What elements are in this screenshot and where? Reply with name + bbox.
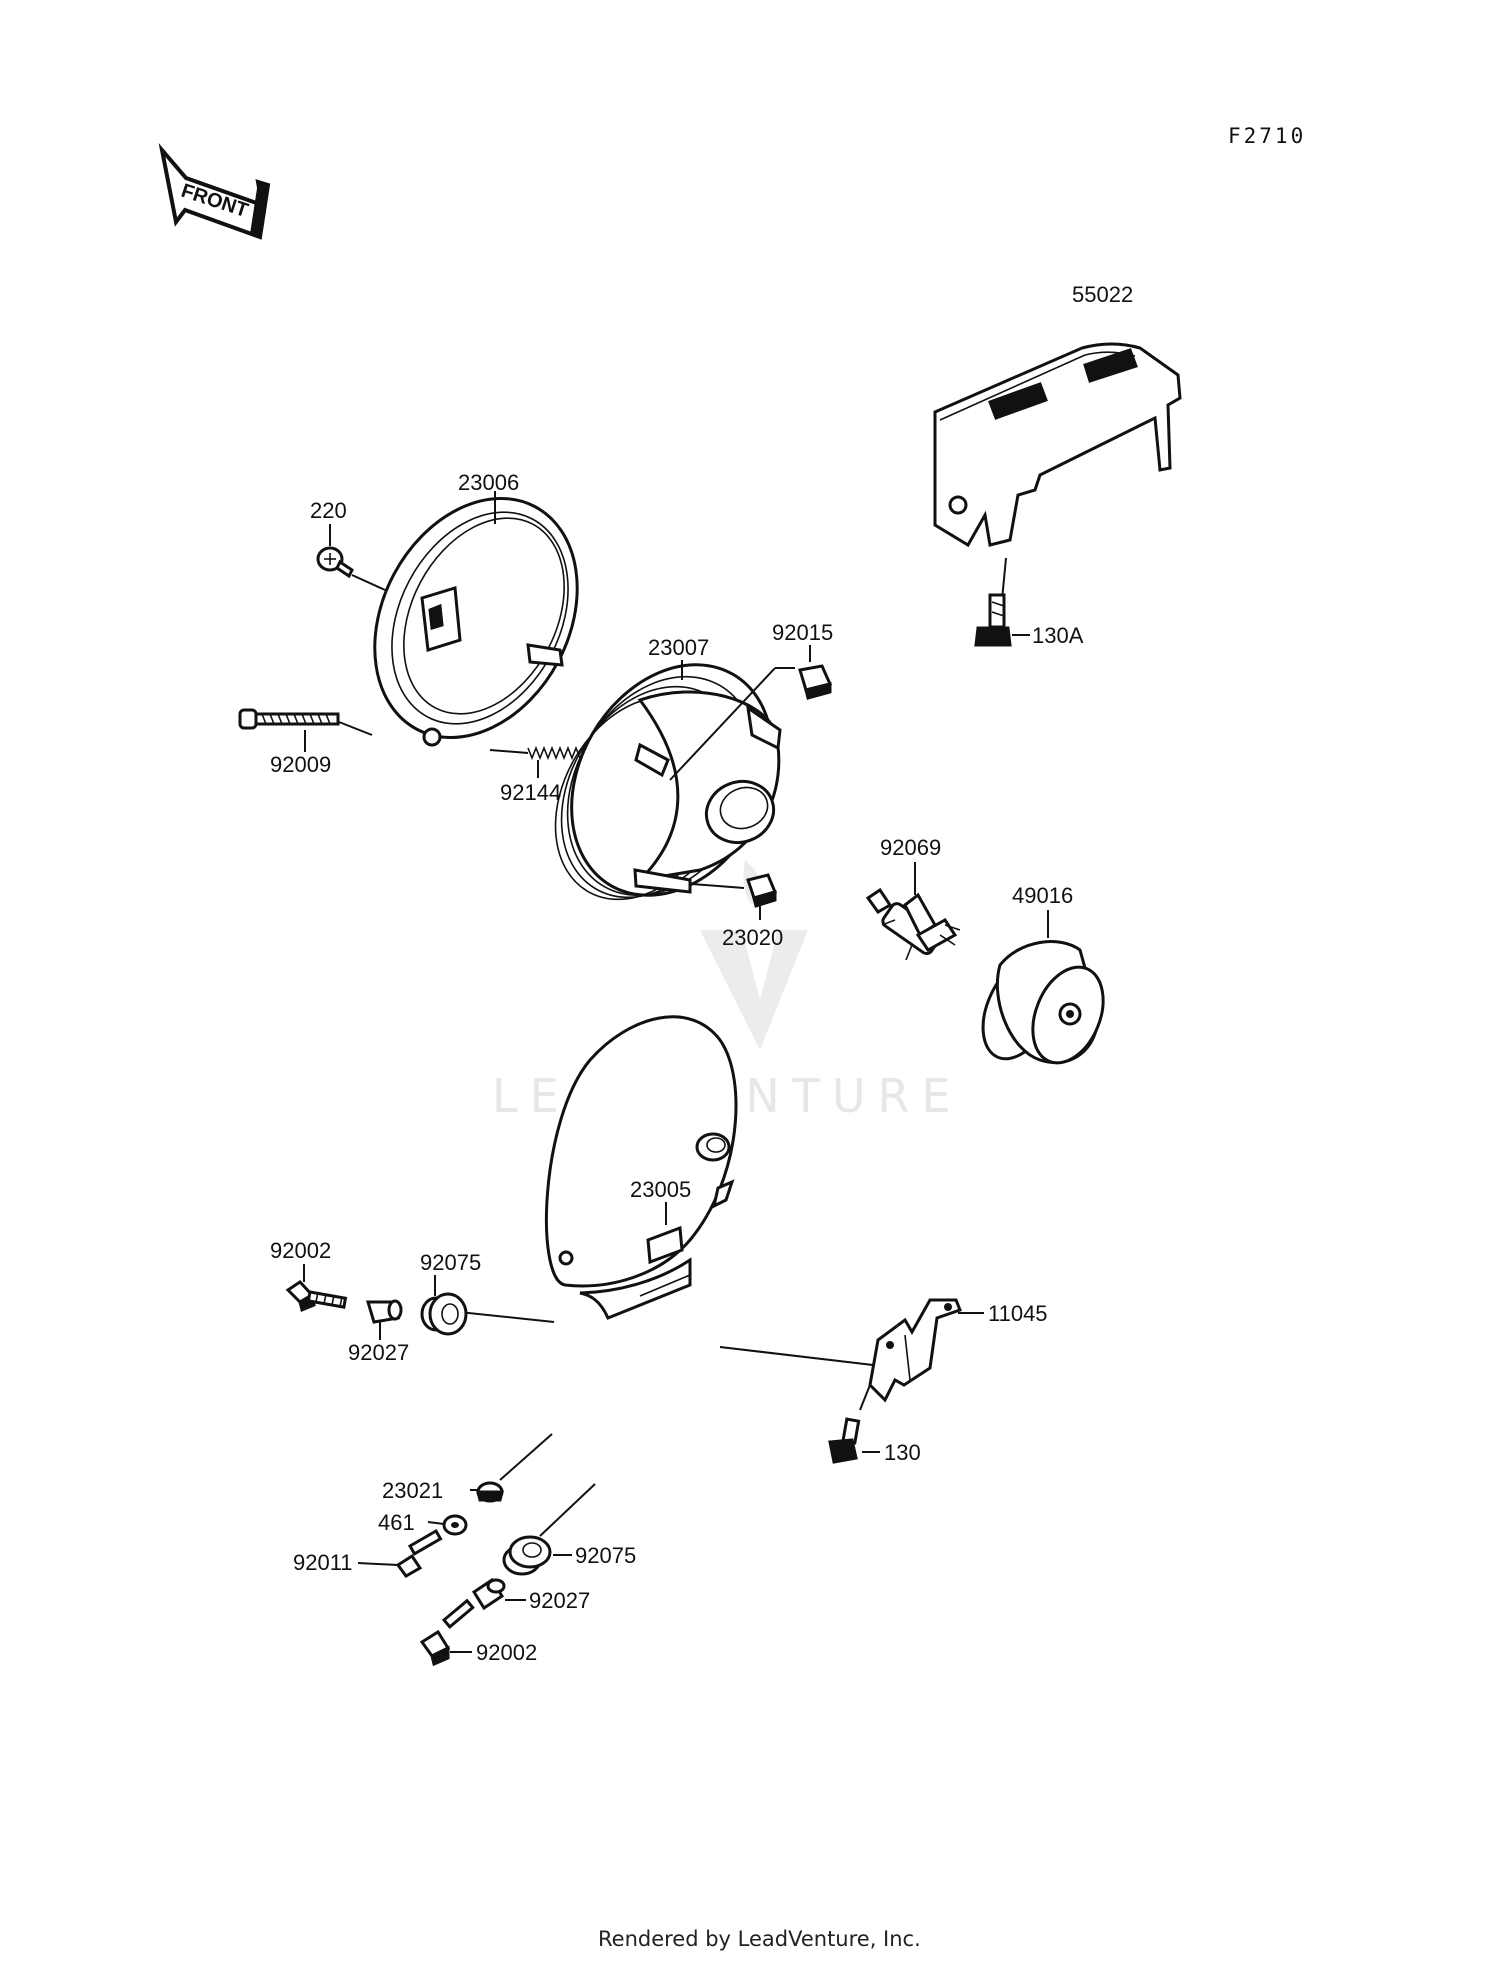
part-23005-housing[interactable] [544, 1015, 738, 1320]
leader-220-b [351, 574, 386, 591]
part-55022-bracket-cover[interactable] [933, 342, 1182, 548]
leader-92075-bottom-b [539, 1483, 596, 1537]
leader-11045-b [859, 1384, 871, 1411]
part-461-washer[interactable] [442, 1514, 468, 1536]
front-arrow-icon: FRONT [158, 142, 271, 240]
part-220-screw[interactable] [316, 546, 354, 579]
part-92009-screw[interactable] [238, 708, 340, 730]
callout-130A[interactable]: 130A [1032, 623, 1084, 648]
leader-11045-a [719, 1346, 874, 1366]
part-92144-spring[interactable] [489, 745, 589, 761]
part-23020-nut[interactable] [746, 873, 778, 908]
callout-92075-bottom[interactable]: 92075 [575, 1543, 636, 1568]
part-130A-bolt[interactable] [974, 593, 1012, 647]
part-49016-boot-cap[interactable] [968, 940, 1116, 1074]
leader-92011 [357, 1562, 399, 1566]
callout-92002-top[interactable]: 92002 [270, 1238, 331, 1263]
part-92002-bolt-bottom[interactable] [419, 1598, 475, 1667]
callout-92075-top[interactable]: 92075 [420, 1250, 481, 1275]
callout-220[interactable]: 220 [310, 498, 347, 523]
part-92002-bolt-top[interactable] [285, 1280, 348, 1313]
leader-130A [1001, 557, 1007, 601]
leader-92015-a [669, 667, 776, 781]
leader-23021-b [499, 1433, 553, 1481]
leader-461 [427, 1521, 445, 1525]
part-23007-headlight-unit[interactable] [520, 628, 812, 931]
callout-23005[interactable]: 23005 [630, 1177, 691, 1202]
callout-55022[interactable]: 55022 [1072, 282, 1133, 307]
callout-23020[interactable]: 23020 [722, 925, 783, 950]
part-92011-screw[interactable] [395, 1528, 443, 1578]
callout-11045[interactable]: 11045 [988, 1301, 1048, 1326]
callout-92144[interactable]: 92144 [500, 780, 561, 805]
callout-92027-bottom[interactable]: 92027 [529, 1588, 590, 1613]
part-92075-grommet-bottom[interactable] [502, 1535, 552, 1576]
callout-23021[interactable]: 23021 [382, 1478, 443, 1503]
callout-92027-top[interactable]: 92027 [348, 1340, 409, 1365]
callout-23007[interactable]: 23007 [648, 635, 709, 660]
callout-130[interactable]: 130 [884, 1440, 921, 1465]
callout-92009[interactable]: 92009 [270, 752, 331, 777]
part-92075-grommet-top[interactable] [420, 1292, 468, 1336]
callout-49016[interactable]: 49016 [1012, 883, 1073, 908]
part-92027-collar-top[interactable] [365, 1299, 403, 1324]
part-130-bolt[interactable] [828, 1417, 861, 1464]
callout-92011[interactable]: 92011 [293, 1550, 353, 1575]
leader-23020-a [691, 883, 745, 889]
callout-92069[interactable]: 92069 [880, 835, 941, 860]
footer-credit: Rendered by LeadVenture, Inc. [598, 1927, 921, 1951]
diagram-code: F2710 [1228, 124, 1306, 148]
callout-92015[interactable]: 92015 [772, 620, 833, 645]
part-23006-rim[interactable] [335, 463, 618, 773]
callout-23006[interactable]: 23006 [458, 470, 519, 495]
part-23021-nut[interactable] [476, 1481, 504, 1503]
part-92027-collar-bottom[interactable] [471, 1577, 506, 1611]
part-92069-bulb[interactable] [865, 887, 961, 961]
callout-461[interactable]: 461 [378, 1510, 415, 1535]
leader-92009-b [338, 721, 373, 736]
part-92015-nut[interactable] [798, 664, 833, 700]
part-11045-bracket[interactable] [868, 1298, 962, 1403]
callout-92002-bottom[interactable]: 92002 [476, 1640, 537, 1665]
